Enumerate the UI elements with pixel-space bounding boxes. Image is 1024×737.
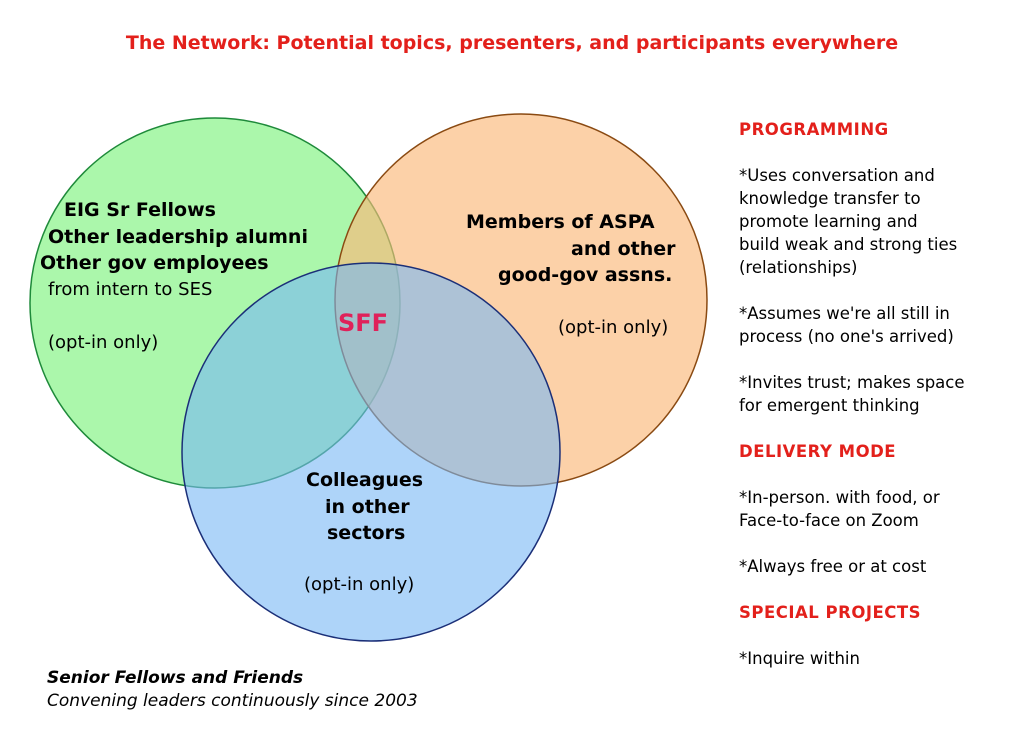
- green-note: (opt-in only): [48, 332, 159, 353]
- green-subline: from intern to SES: [48, 279, 213, 300]
- orange-label-2: and other: [571, 238, 676, 260]
- green-label-1: EIG Sr Fellows: [64, 199, 216, 221]
- programming-item-1: *Uses conversation and knowledge transfe…: [739, 166, 958, 277]
- delivery-item-1: *In-person. with food, or Face-to-face o…: [739, 488, 940, 530]
- blue-circle: [181, 262, 561, 642]
- center-sff-label: SFF: [338, 309, 389, 337]
- delivery-heading: DELIVERY MODE: [739, 442, 897, 461]
- info-panel: PROGRAMMING *Uses conversation and knowl…: [739, 118, 1019, 670]
- blue-label-2: in other: [325, 496, 410, 518]
- orange-label-3: good-gov assns.: [498, 264, 673, 286]
- orange-label-1: Members of ASPA: [466, 211, 655, 233]
- programming-item-2: *Assumes we're all still in process (no …: [739, 304, 954, 346]
- programming-heading: PROGRAMMING: [739, 120, 889, 139]
- special-item-1: *Inquire within: [739, 649, 860, 668]
- green-label-2: Other leadership alumni: [48, 226, 308, 248]
- blue-label-1: Colleagues: [306, 469, 424, 491]
- orange-note: (opt-in only): [558, 317, 669, 338]
- page-title: The Network: Potential topics, presenter…: [125, 32, 899, 54]
- footer: Senior Fellows and Friends Convening lea…: [47, 667, 418, 713]
- blue-note: (opt-in only): [304, 574, 415, 595]
- footer-tagline: Convening leaders continuously since 200…: [47, 691, 418, 711]
- delivery-item-2: *Always free or at cost: [739, 557, 927, 576]
- programming-item-3: *Invites trust; makes space for emergent…: [739, 373, 965, 415]
- blue-label-3: sectors: [327, 522, 406, 544]
- green-label-3: Other gov employees: [40, 252, 269, 274]
- footer-org-name: Senior Fellows and Friends: [47, 668, 304, 688]
- special-heading: SPECIAL PROJECTS: [739, 603, 922, 622]
